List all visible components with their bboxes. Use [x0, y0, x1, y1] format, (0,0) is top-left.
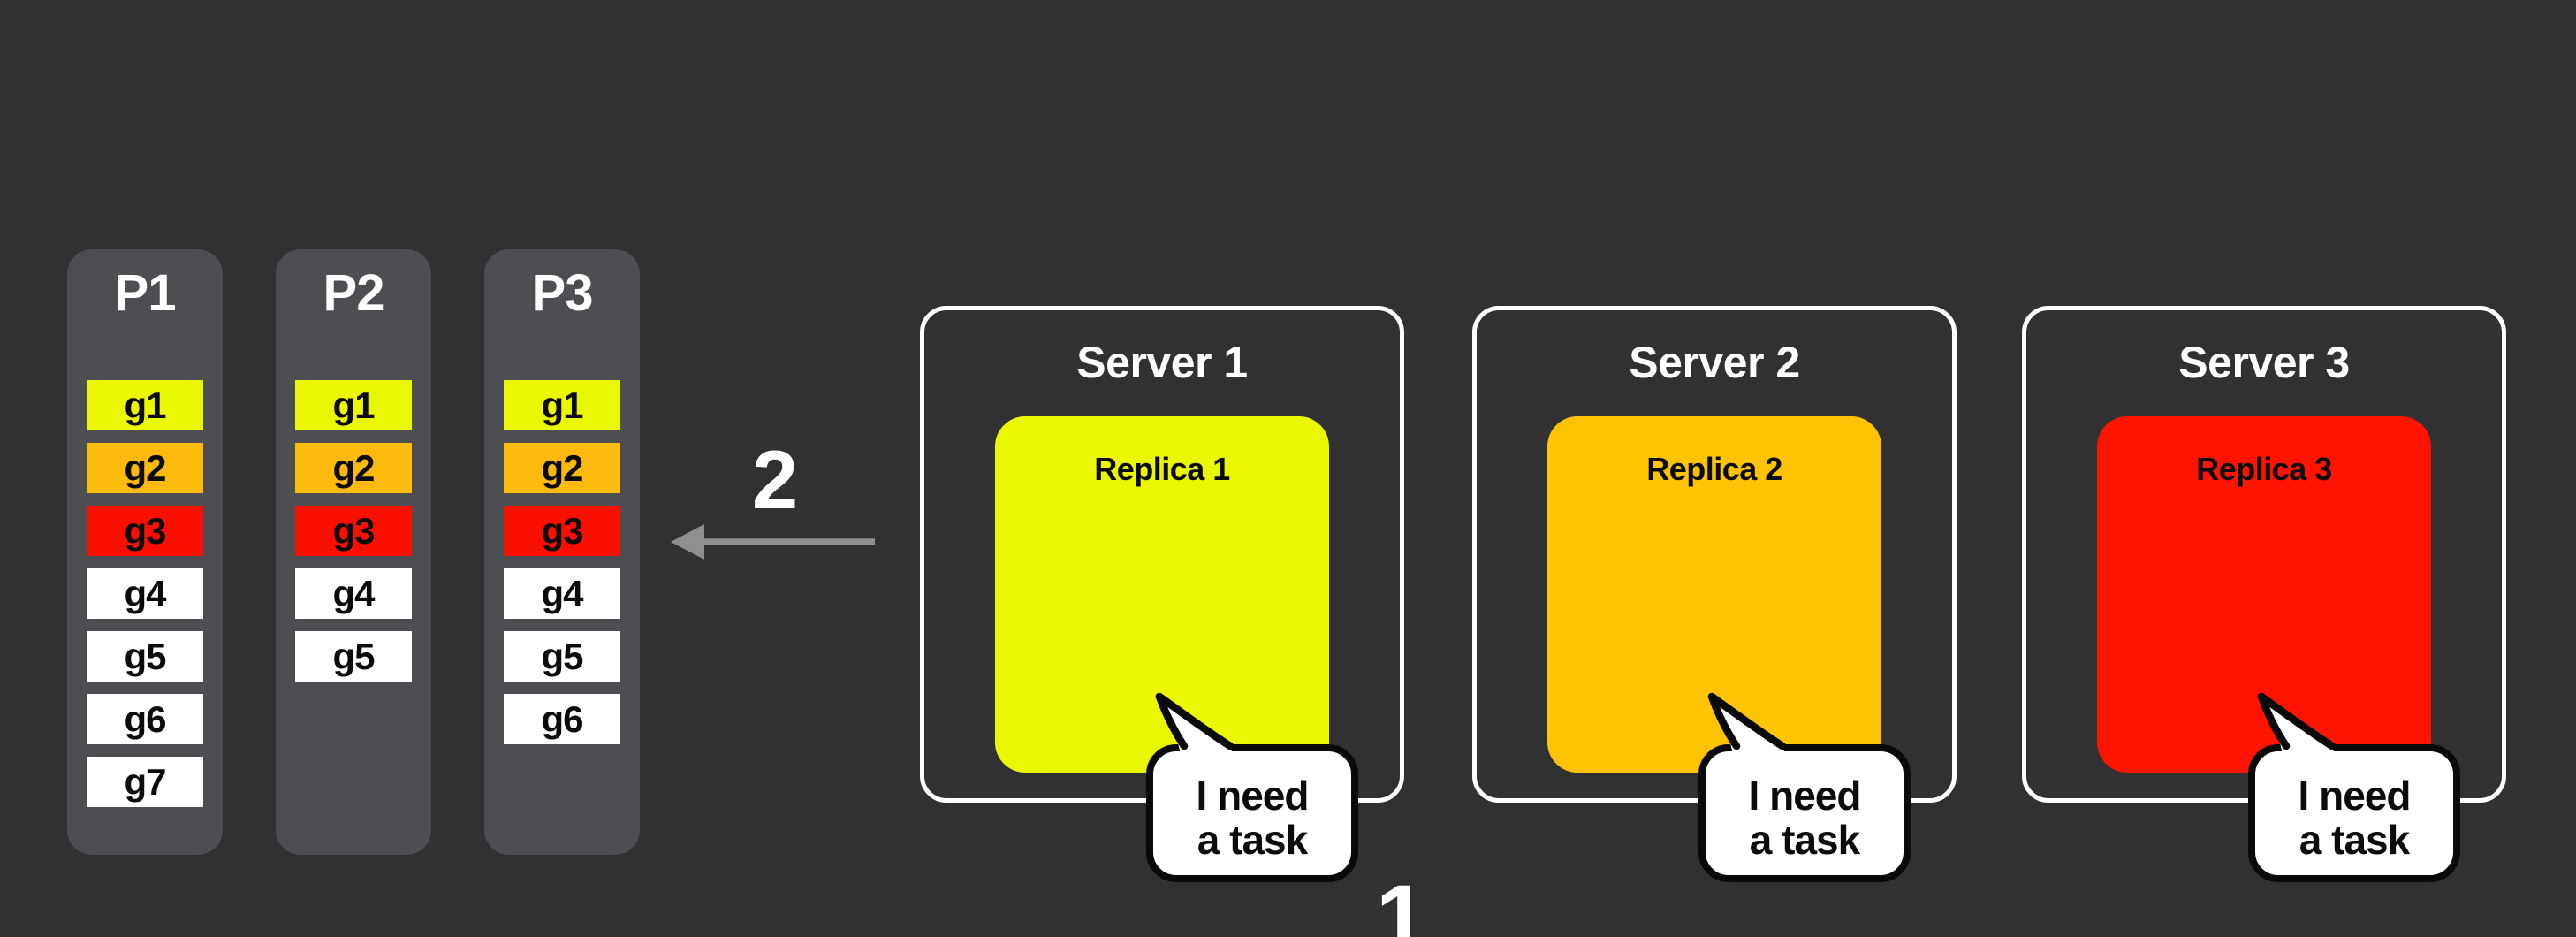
- replica-1-box: Replica 1: [995, 416, 1329, 773]
- speech-bubble: I need a task: [1146, 744, 1358, 882]
- task-cell-g1: g1: [295, 380, 412, 430]
- replica-label: Replica 2: [1646, 451, 1782, 487]
- task-cell-g5: g5: [295, 631, 412, 682]
- task-cell-g5: g5: [504, 631, 620, 682]
- task-cell-g5: g5: [87, 631, 203, 682]
- server-title: Server 3: [2178, 338, 2350, 387]
- server-title: Server 2: [1629, 338, 1800, 387]
- speech-bubble: I need a task: [2248, 744, 2460, 882]
- speech-bubble-tail-icon: [1155, 693, 1235, 760]
- task-cell-g2: g2: [87, 443, 203, 493]
- task-cell-g3: g3: [504, 506, 620, 556]
- bubble-text-line1: I need: [2298, 773, 2412, 819]
- bubble-text-line1: I need: [1196, 773, 1310, 819]
- speech-bubble: I need a task: [1698, 744, 1911, 882]
- task-cell-g2: g2: [295, 443, 412, 493]
- task-cell-list: g1 g2 g3 g4 g5 g6: [504, 380, 620, 757]
- left-arrow-icon: [671, 524, 875, 560]
- server-2-box: Server 2 Replica 2 I need a task: [1472, 306, 1957, 882]
- partition-p2: P2 g1 g2 g3 g4 g5: [276, 249, 431, 855]
- server-3-box: Server 3 Replica 3 I need a task: [2022, 306, 2506, 882]
- bubble-text-line2: a task: [1197, 817, 1308, 863]
- speech-bubble-tail-icon: [1707, 693, 1787, 760]
- task-cell-g1: g1: [504, 380, 620, 430]
- server-title: Server 1: [1076, 338, 1248, 387]
- task-cell-g6: g6: [87, 694, 203, 744]
- partition-p3: P3 g1 g2 g3 g4 g5 g6: [484, 249, 640, 855]
- server-1-box: Server 1 Replica 1 I need a task: [920, 306, 1404, 882]
- task-cell-list: g1 g2 g3 g4 g5: [295, 380, 412, 694]
- bubble-text-line2: a task: [2299, 817, 2410, 863]
- partition-title: P2: [323, 264, 385, 322]
- task-cell-g4: g4: [295, 568, 412, 619]
- task-cell-g4: g4: [504, 568, 620, 619]
- task-cell-g7: g7: [87, 757, 203, 807]
- task-cell-g2: g2: [504, 443, 620, 493]
- task-cell-g3: g3: [295, 506, 412, 556]
- partition-p1: P1 g1 g2 g3 g4 g5 g6 g7: [67, 249, 223, 855]
- task-cell-list: g1 g2 g3 g4 g5 g6 g7: [87, 380, 203, 819]
- task-cell-g1: g1: [87, 380, 203, 430]
- partition-title: P3: [531, 264, 594, 322]
- partition-title: P1: [114, 264, 177, 322]
- speech-bubble-tail-icon: [2257, 693, 2337, 760]
- replica-label: Replica 3: [2196, 451, 2332, 487]
- task-cell-g6: g6: [504, 694, 620, 744]
- task-cell-g4: g4: [87, 568, 203, 619]
- replica-label: Replica 1: [1094, 451, 1230, 487]
- task-cell-g3: g3: [87, 506, 203, 556]
- bubble-text-line1: I need: [1748, 773, 1862, 819]
- replica-2-box: Replica 2: [1547, 416, 1881, 773]
- bubble-text-line2: a task: [1749, 817, 1860, 863]
- step-2-label: 2: [751, 433, 798, 526]
- step-1-label: 1: [1375, 866, 1427, 937]
